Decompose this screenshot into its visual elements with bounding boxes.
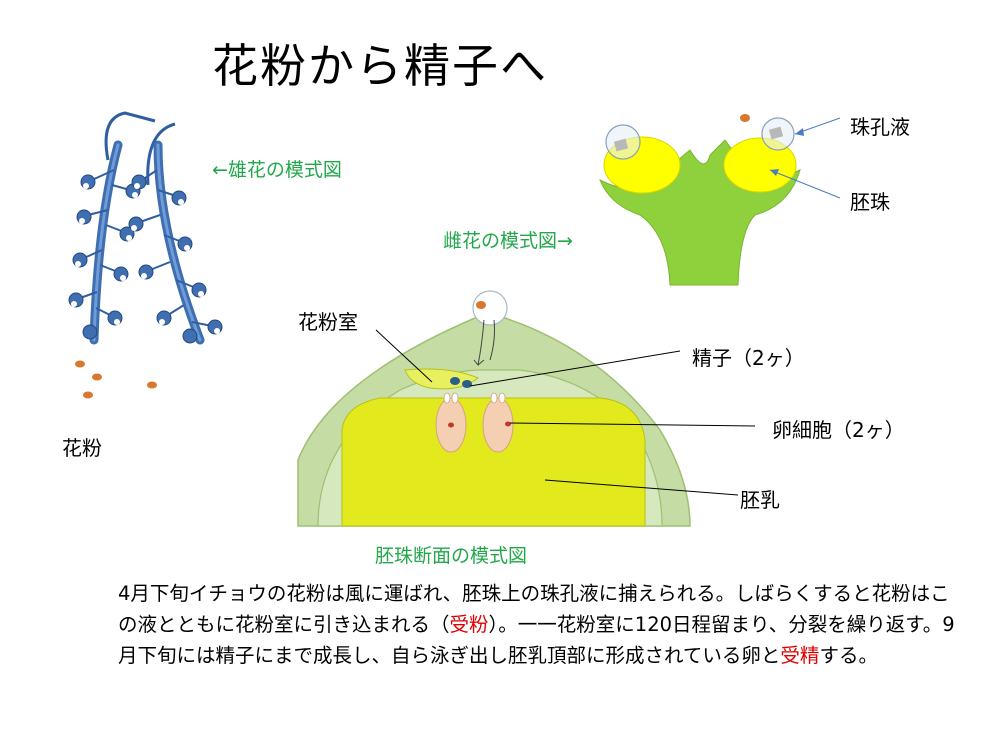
page-title: 花粉から精子へ (212, 39, 548, 93)
ovule-section-caption: 胚珠断面の模式図 (375, 545, 528, 567)
female-flower-diagram (599, 114, 841, 286)
description-part-2: ）。一一花粉室に120日程留まり、分裂を繰り返す。9月下旬には精子にまで成長し、… (118, 613, 955, 667)
label-pollen-chamber: 花粉室 (298, 310, 358, 334)
label-ovule: 胚珠 (850, 190, 890, 214)
male-flower-caption: ←雄花の模式図 (212, 159, 342, 181)
ovule-section-diagram (297, 290, 756, 527)
highlight-pollination: 受粉 (449, 613, 489, 636)
description-part-1: 4月下旬イチョウの花粉は風に運ばれ、胚珠上の珠孔液に捕えられる。しばらくすると花… (118, 582, 950, 636)
label-micropylar-fluid: 珠孔液 (850, 115, 910, 139)
female-flower-caption: 雌花の模式図→ (443, 230, 573, 252)
male-flower-diagram (68, 111, 223, 399)
pollen-grains (75, 360, 157, 399)
highlight-fertilization: 受精 (780, 644, 820, 667)
label-sperm: 精子（2ヶ） (692, 346, 805, 370)
description-part-3: する。 (819, 644, 878, 667)
label-endosperm: 胚乳 (740, 488, 780, 512)
label-pollen: 花粉 (62, 436, 102, 460)
description-paragraph: 4月下旬イチョウの花粉は風に運ばれ、胚珠上の珠孔液に捕えられる。しばらくすると花… (118, 578, 958, 671)
label-egg-cell: 卵細胞（2ヶ） (772, 418, 905, 442)
